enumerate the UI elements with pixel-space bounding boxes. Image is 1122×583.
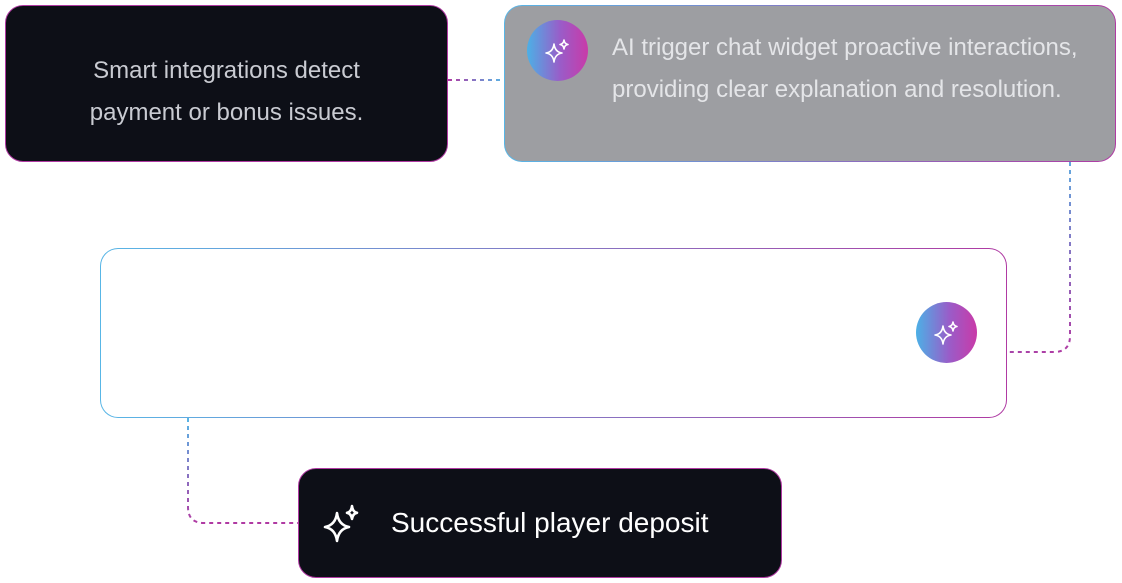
node-detect-line2: payment or bonus issues. [89, 99, 364, 126]
node-detect-issues: Smart integrations detect payment or bon… [5, 5, 448, 162]
connector-middle-deposit [187, 418, 298, 524]
node-deposit-text: Successful player deposit [391, 506, 709, 538]
sparkle-icon [527, 20, 588, 81]
sparkle-icon [916, 302, 977, 363]
node-detect-text: Smart integrations detect payment or bon… [6, 50, 447, 134]
node-successful-deposit: Successful player deposit [298, 468, 782, 578]
node-chat-widget [100, 248, 1007, 418]
sparkle-icon [323, 504, 359, 543]
node-ai-trigger: AI trigger chat widget proactive interac… [504, 5, 1116, 162]
connector-trigger-middle [1007, 162, 1071, 353]
node-detect-line1: Smart integrations detect [93, 57, 360, 84]
node-ai-trigger-text: AI trigger chat widget proactive interac… [612, 34, 1078, 103]
